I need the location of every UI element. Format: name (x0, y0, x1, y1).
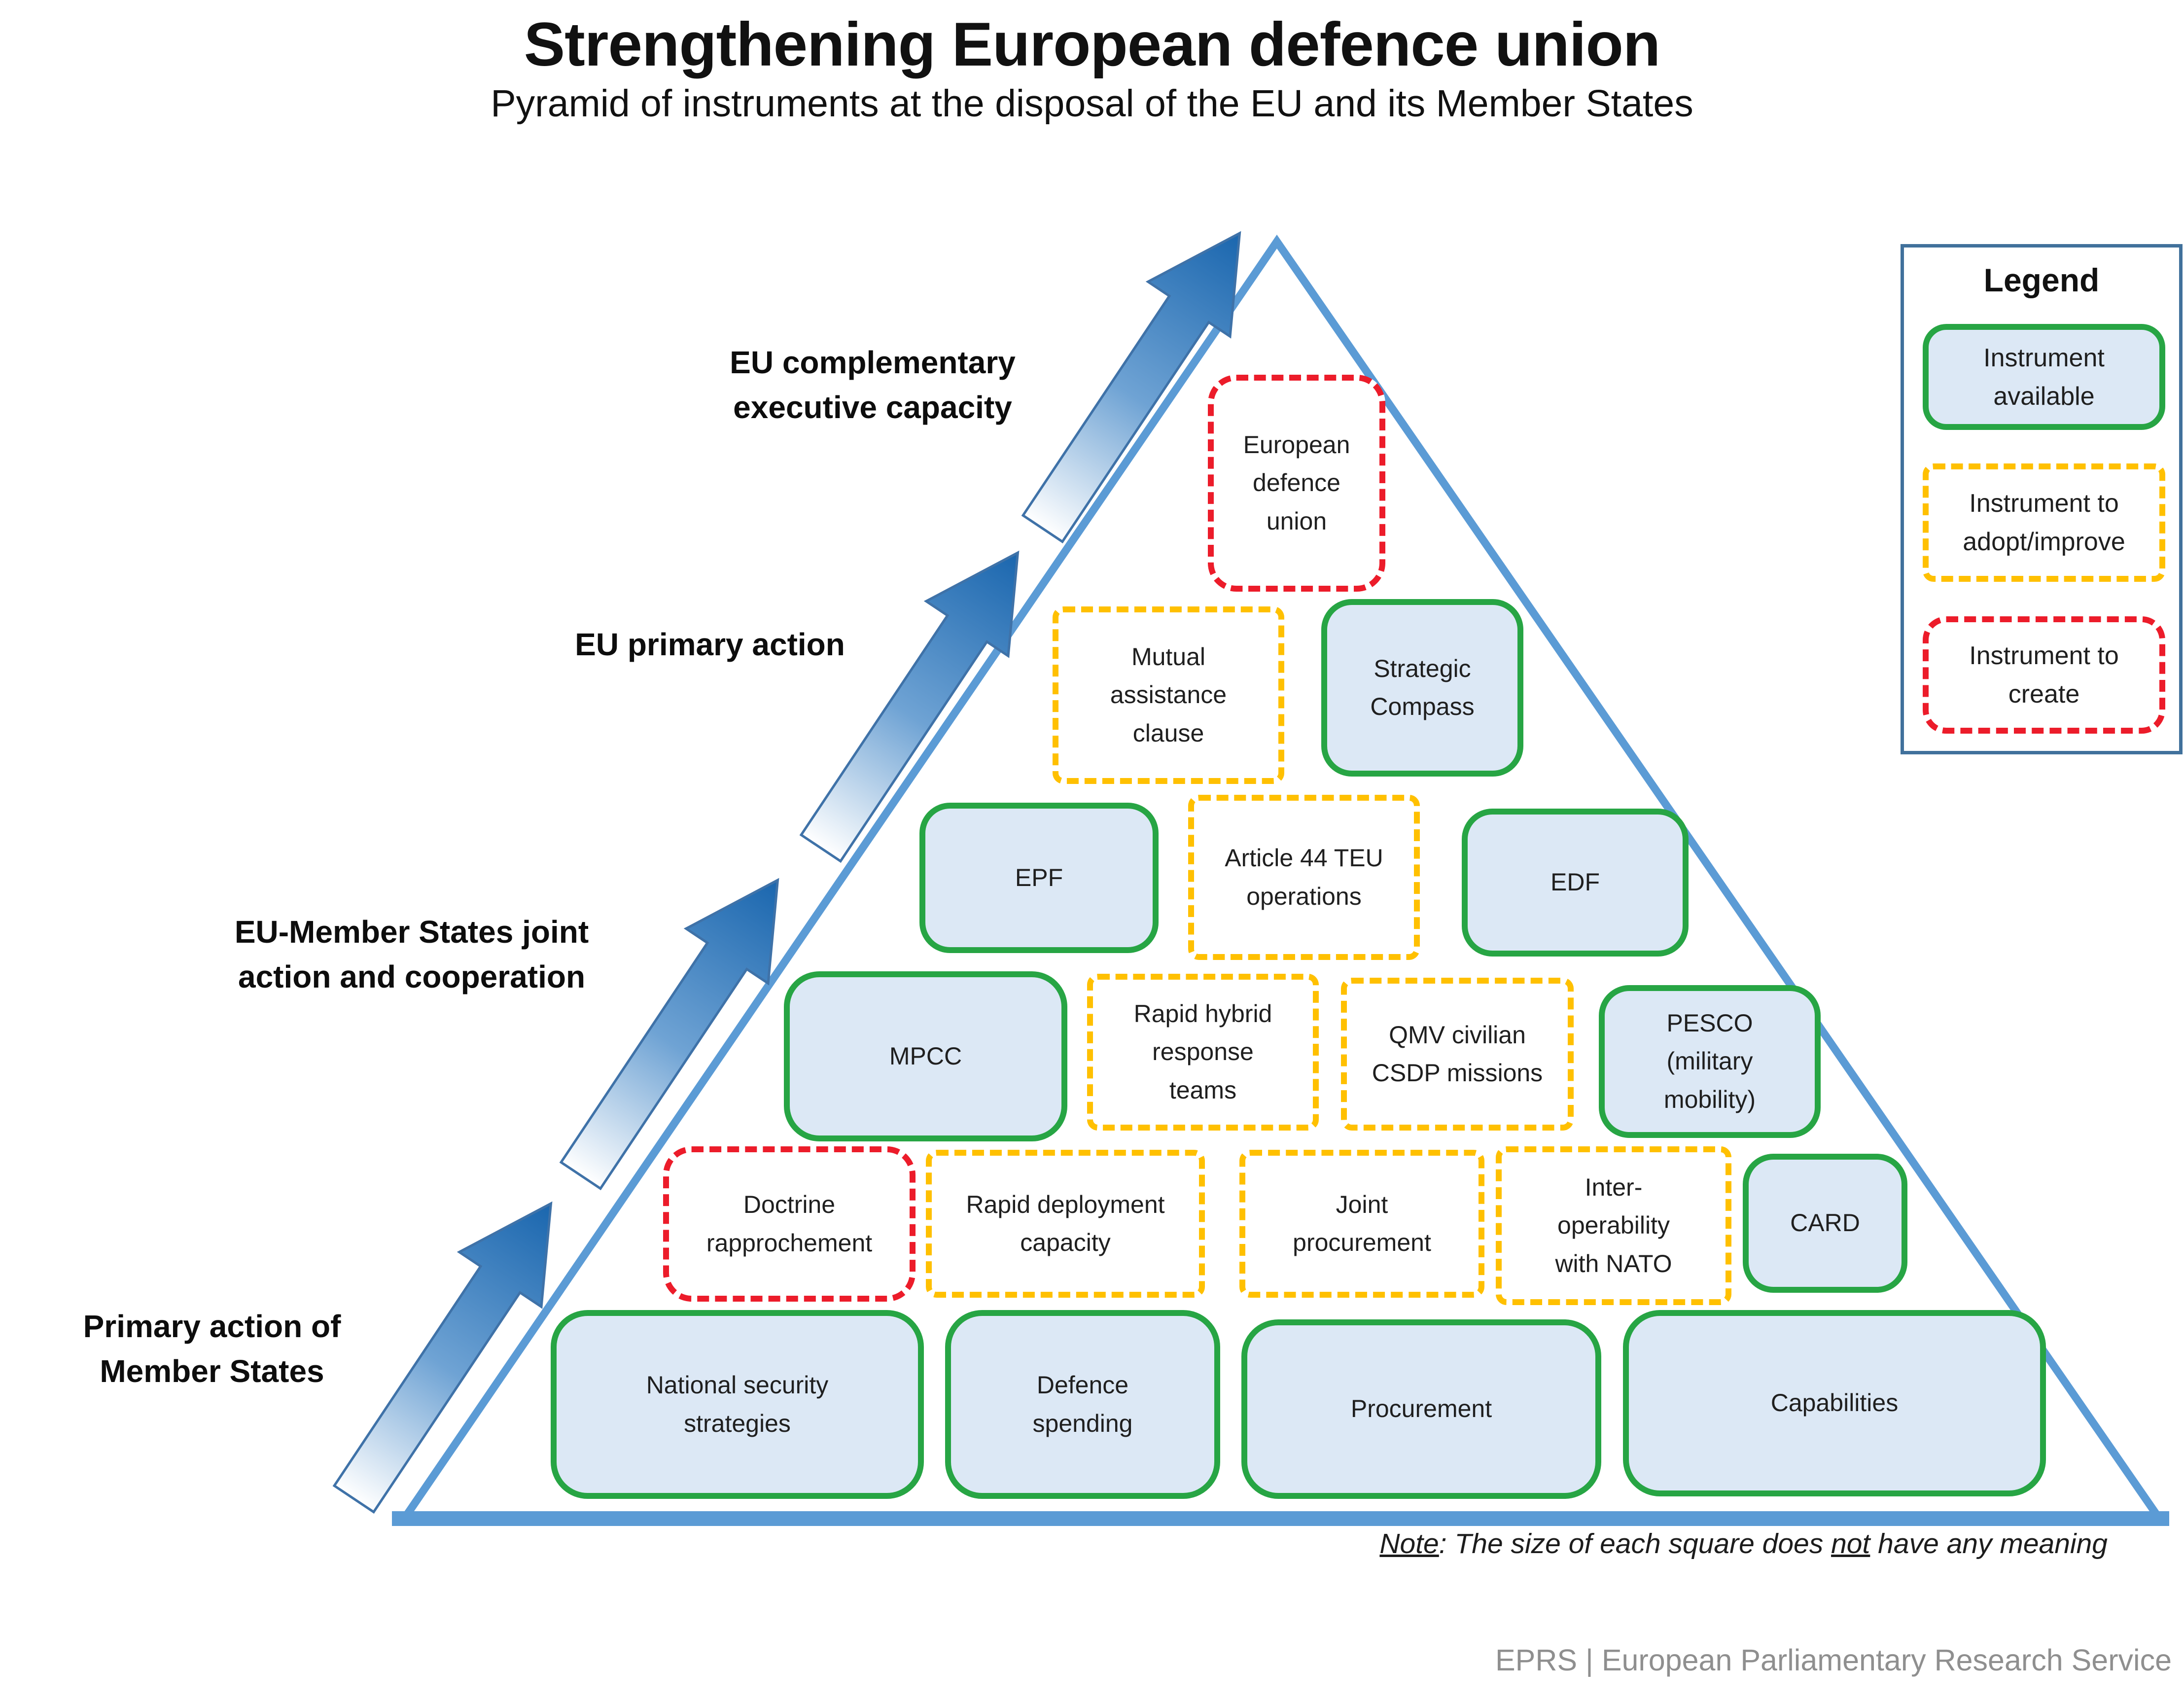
box-rapid-hybrid-response-teams: Rapid hybrid response teams (1087, 974, 1319, 1131)
note-word-note: Note (1379, 1528, 1439, 1560)
box-edf: EDF (1462, 809, 1689, 957)
legend-item-instrument-to-create: Instrument to create (1923, 616, 2165, 734)
box-doctrine-rapprochement: Doctrine rapprochement (663, 1146, 916, 1302)
note-text-1: : The size of each square does (1439, 1528, 1832, 1560)
box-mpcc: MPCC (784, 971, 1067, 1141)
growth-arrow-second (799, 550, 1020, 863)
box-rapid-deployment-capacity: Rapid deployment capacity (926, 1150, 1205, 1298)
legend: Legend Instrument available Instrument t… (1901, 244, 2183, 754)
box-strategic-compass: Strategic Compass (1321, 599, 1523, 777)
page-subtitle: Pyramid of instruments at the disposal o… (491, 82, 1693, 125)
note-word-not: not (1831, 1528, 1870, 1560)
legend-item-instrument-to-adopt-improve: Instrument to adopt/improve (1923, 463, 2165, 582)
side-label-primary-action-of-member-states: Primary action of Member States (83, 1309, 341, 1389)
box-interoperability-with-nato: Inter- operability with NATO (1496, 1146, 1731, 1305)
box-epf: EPF (919, 803, 1159, 953)
growth-arrow-bottom (332, 1201, 553, 1514)
legend-title: Legend (1983, 262, 2100, 298)
box-pesco-military-mobility: PESCO (military mobility) (1599, 985, 1821, 1138)
box-european-defence-union: European defence union (1208, 375, 1385, 592)
box-joint-procurement: Joint procurement (1239, 1150, 1484, 1298)
side-label-eu-primary-action: EU primary action (575, 627, 845, 662)
box-national-security-strategies: National security strategies (551, 1310, 924, 1499)
note-text-2: have any meaning (1870, 1528, 2108, 1560)
growth-arrow-top (1021, 231, 1241, 544)
box-capabilities: Capabilities (1623, 1310, 2046, 1496)
box-card: CARD (1743, 1154, 1907, 1293)
side-label-eu-complementary-executive-capacity: EU complementary executive capacity (730, 345, 1016, 425)
note: Note: The size of each square does not h… (1183, 1527, 2108, 1560)
footer-eprs: EPRS | European Parliamentary Research S… (1495, 1643, 2172, 1677)
page-title: Strengthening European defence union (524, 10, 1660, 79)
title-block: Strengthening European defence union Pyr… (17, 11, 2167, 125)
legend-item-instrument-available: Instrument available (1923, 324, 2165, 430)
box-mutual-assistance-clause: Mutual assistance clause (1053, 606, 1284, 784)
box-defence-spending: Defence spending (945, 1310, 1220, 1499)
box-article-44-teu-operations: Article 44 TEU operations (1188, 795, 1420, 960)
box-procurement: Procurement (1241, 1319, 1601, 1499)
growth-arrow-third (559, 878, 779, 1191)
box-qmv-civilian-csdp-missions: QMV civilian CSDP missions (1341, 978, 1574, 1131)
side-label-eu-member-states-joint-action: EU-Member States joint action and cooper… (234, 914, 589, 994)
